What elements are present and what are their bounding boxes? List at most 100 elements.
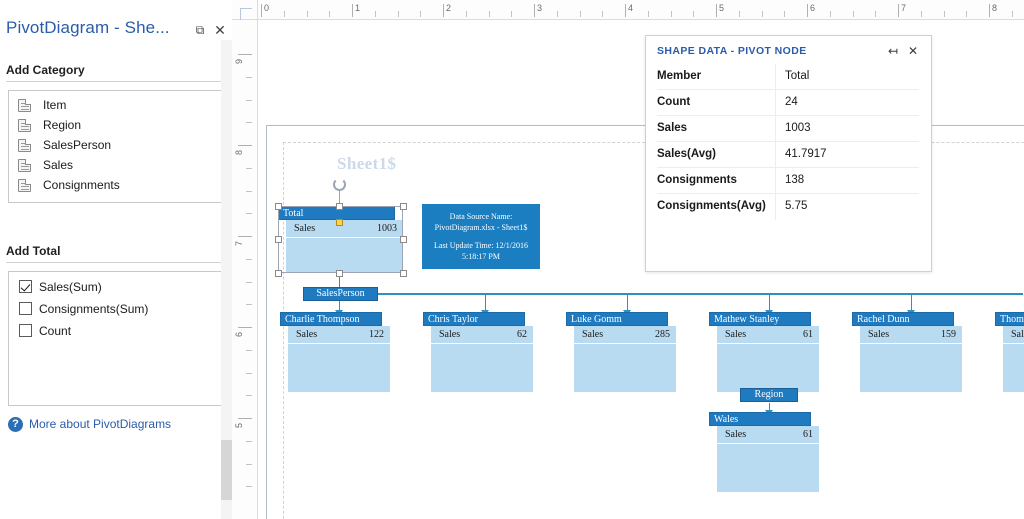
task-pane-scrollbar[interactable] xyxy=(221,40,232,519)
control-point-handle[interactable] xyxy=(336,219,343,226)
restore-window-icon[interactable]: ⧉ xyxy=(195,23,205,37)
pivot-node-body xyxy=(574,326,676,392)
category-list[interactable]: Item Region SalesPerson Sales Consignmen… xyxy=(8,90,224,203)
shape-data-value[interactable]: 5.75 xyxy=(785,200,808,212)
ruler-corner xyxy=(232,0,258,20)
ruler-major-tick xyxy=(625,4,626,17)
resize-handle-w[interactable] xyxy=(275,236,282,243)
shape-data-row: Consignments(Avg) 5.75 xyxy=(657,194,919,220)
checkbox-consignments-sum[interactable] xyxy=(19,302,32,315)
shape-data-value[interactable]: 41.7917 xyxy=(785,148,827,160)
resize-handle-n[interactable] xyxy=(336,203,343,210)
pivot-node-mathew-stanley[interactable]: Mathew Stanley Sales 61 xyxy=(709,312,819,392)
pivot-node-row-value: 61 xyxy=(803,429,813,440)
resize-handle-s[interactable] xyxy=(336,270,343,277)
pivotdiagram-task-pane: PivotDiagram - She... ⧉ ✕ Add Category I… xyxy=(0,0,232,519)
total-item-count[interactable]: Count xyxy=(9,320,223,342)
datasource-line-4: 5:18:17 PM xyxy=(461,252,500,261)
pivot-node-charlie-thompson[interactable]: Charlie Thompson Sales 122 xyxy=(280,312,390,392)
pivot-node-chris-taylor[interactable]: Chris Taylor Sales 62 xyxy=(423,312,533,392)
resize-handle-nw[interactable] xyxy=(275,203,282,210)
data-source-callout[interactable]: Data Source Name: PivotDiagram.xlsx - Sh… xyxy=(422,204,540,279)
ruler-major-tick xyxy=(352,4,353,17)
ruler-label: 8 xyxy=(234,149,244,155)
ruler-minor-tick xyxy=(246,349,252,351)
column-divider xyxy=(775,142,776,168)
pivot-node-body xyxy=(286,220,403,273)
shape-data-value[interactable]: 24 xyxy=(785,96,798,108)
connector-region-to-wales xyxy=(769,403,770,412)
ruler-label: 6 xyxy=(234,331,244,337)
ruler-minor-tick xyxy=(246,122,252,124)
shape-data-value[interactable]: Total xyxy=(785,70,810,82)
breakdown-label-region[interactable]: Region xyxy=(740,388,798,402)
resize-handle-se[interactable] xyxy=(400,270,407,277)
shape-data-table: Member Total Count 24 Sales 1003 Sales(A… xyxy=(657,64,919,220)
ruler-minor-tick xyxy=(246,99,252,101)
add-category-heading: Add Category xyxy=(6,63,85,77)
pivot-node-title: Mathew Stanley xyxy=(709,312,811,326)
rotation-stem xyxy=(339,190,340,206)
more-about-pivotdiagrams-link[interactable]: ? More about PivotDiagrams xyxy=(8,414,171,434)
ruler-major-tick xyxy=(238,418,252,419)
category-item-consignments[interactable]: Consignments xyxy=(9,175,223,195)
more-about-pivotdiagrams-label: More about PivotDiagrams xyxy=(29,417,172,431)
total-list[interactable]: Sales(Sum) Consignments(Sum) Count xyxy=(8,271,224,406)
resize-handle-e[interactable] xyxy=(400,236,407,243)
category-item-sales[interactable]: Sales xyxy=(9,155,223,175)
ruler-label: 8 xyxy=(992,3,998,13)
pivot-node-row: Sales 122 xyxy=(288,326,390,344)
ruler-minor-tick xyxy=(579,11,581,17)
ruler-label: 0 xyxy=(264,3,270,13)
close-icon[interactable]: ✕ xyxy=(214,22,226,38)
breakdown-label-salesperson[interactable]: SalesPerson xyxy=(303,287,378,301)
ruler-major-tick xyxy=(238,54,252,55)
shape-data-row: Sales(Avg) 41.7917 xyxy=(657,142,919,168)
ruler-major-tick xyxy=(898,4,899,17)
pivot-node-luke-gomm[interactable]: Luke Gomm Sales 285 xyxy=(566,312,676,392)
pivot-node-title: Rachel Dunn xyxy=(852,312,954,326)
column-divider xyxy=(775,194,776,220)
pivot-node-body xyxy=(431,326,533,392)
sheet-watermark: Sheet1$ xyxy=(337,154,397,173)
ruler-major-tick xyxy=(238,236,252,237)
add-category-divider xyxy=(6,81,226,82)
pivot-node-wales[interactable]: Wales Sales 61 xyxy=(709,412,819,492)
ruler-minor-tick xyxy=(670,11,672,17)
category-item-region[interactable]: Region xyxy=(9,115,223,135)
checkbox-sales-sum[interactable] xyxy=(19,280,32,293)
pivot-node-rachel-dunn[interactable]: Rachel Dunn Sales 159 xyxy=(852,312,962,392)
category-item-item[interactable]: Item xyxy=(9,95,223,115)
resize-handle-sw[interactable] xyxy=(275,270,282,277)
category-item-salesperson[interactable]: SalesPerson xyxy=(9,135,223,155)
shape-data-value[interactable]: 138 xyxy=(785,174,805,186)
ruler-minor-tick xyxy=(246,281,252,283)
pin-icon[interactable]: ↤ xyxy=(887,44,899,58)
pivot-node-thomas-clipped[interactable]: Thom Sale xyxy=(995,312,1024,392)
checkbox-count[interactable] xyxy=(19,324,32,337)
connector-drop-2 xyxy=(485,295,486,312)
ruler-minor-tick xyxy=(374,11,376,17)
ruler-minor-tick xyxy=(647,11,649,17)
ruler-major-tick xyxy=(238,327,252,328)
pivot-node-row-label: Sales xyxy=(294,223,316,234)
rotation-handle[interactable] xyxy=(333,178,346,191)
selection-frame xyxy=(278,206,403,273)
ruler-minor-tick xyxy=(246,190,252,192)
ruler-major-tick xyxy=(443,4,444,17)
pivot-node-title: Thom xyxy=(995,312,1024,326)
datasource-line-2: PivotDiagram.xlsx - Sheet1$ xyxy=(434,223,528,232)
resize-handle-ne[interactable] xyxy=(400,203,407,210)
close-icon[interactable]: ✕ xyxy=(907,44,919,58)
shape-data-key: Member xyxy=(657,70,702,82)
datasource-line-1: Data Source Name: xyxy=(449,212,513,221)
total-item-consignments-sum[interactable]: Consignments(Sum) xyxy=(9,298,223,320)
shape-data-value[interactable]: 1003 xyxy=(785,122,811,134)
total-item-sales-sum[interactable]: Sales(Sum) xyxy=(9,276,223,298)
ruler-minor-tick xyxy=(556,11,558,17)
connector-root-to-bus xyxy=(339,273,340,293)
scrollbar-thumb[interactable] xyxy=(221,440,232,500)
ruler-minor-tick xyxy=(875,11,877,17)
